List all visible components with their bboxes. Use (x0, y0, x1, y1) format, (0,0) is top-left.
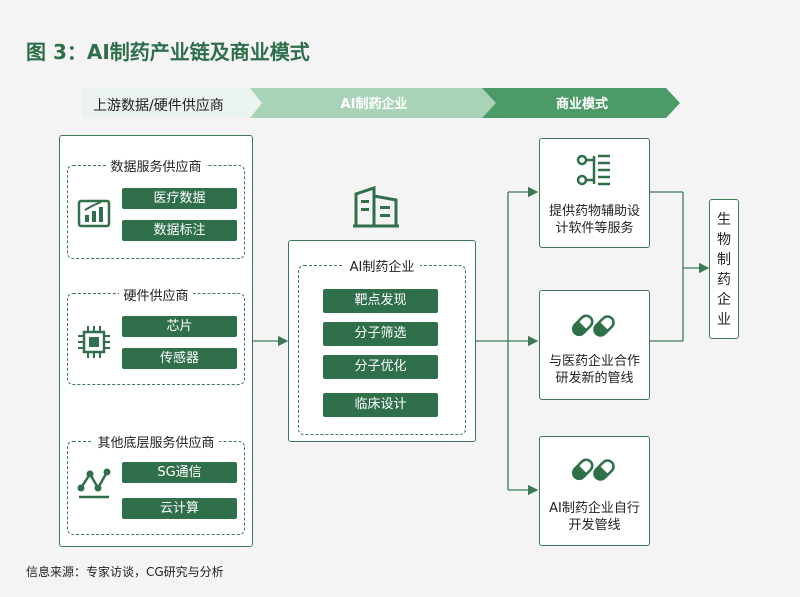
business-model-software-line2: 计软件等服务 (555, 221, 634, 236)
item-medical-data: 医疗数据 (122, 188, 237, 209)
destination-char: 制 (717, 252, 731, 268)
group-other-services-title: 其他底层服务供应商 (67, 432, 245, 451)
network-graph-icon (77, 468, 111, 499)
header-chevron-bar: AI制药企业 商业模式 (82, 88, 680, 118)
item-molecule-screening: 分子筛选 (323, 322, 438, 346)
chip-icon (78, 326, 110, 358)
item-cloud-computing: 云计算 (122, 498, 237, 519)
header-business-model: 商业模式 (556, 96, 608, 112)
destination-biopharma: 生 物 制 药 企 业 (709, 199, 739, 339)
item-sensor: 传感器 (122, 348, 237, 369)
business-model-selfdev-line1: AI制药企业自行 (549, 501, 640, 516)
building-icon (353, 185, 399, 228)
item-molecule-optimization: 分子优化 (323, 355, 438, 379)
business-model-selfdev-line2: 开发管线 (568, 518, 621, 533)
group-data-service-title: 数据服务供应商 (67, 156, 245, 175)
item-chip: 芯片 (122, 316, 237, 337)
header-upstream: 上游数据/硬件供应商 (93, 98, 224, 114)
destination-char: 生 (717, 212, 731, 228)
chevron-ai-enterprise (250, 88, 498, 118)
ai-enterprise-title: AI制药企业 (343, 260, 421, 275)
ai-enterprise-title-wrap: AI制药企业 (298, 256, 466, 275)
destination-char: 药 (717, 272, 731, 288)
chevron-business-model (482, 88, 680, 118)
destination-char: 物 (717, 232, 731, 248)
destination-char: 企 (717, 292, 731, 308)
business-model-cooperate (539, 290, 650, 400)
bar-chart-icon (77, 199, 111, 228)
item-target-discovery: 靶点发现 (323, 289, 438, 313)
business-model-cooperate-line2: 研发新的管线 (555, 371, 634, 386)
item-5g-communication: SG通信 (122, 462, 237, 483)
business-model-cooperate-line1: 与医药企业合作 (548, 354, 640, 369)
page-title: 图 3：AI制药产业链及商业模式 (26, 40, 310, 64)
item-data-labeling: 数据标注 (122, 220, 237, 241)
business-model-selfdev (539, 436, 650, 546)
group-hardware-title: 硬件供应商 (67, 285, 245, 304)
destination-char: 业 (717, 312, 731, 328)
pills-icon (571, 458, 615, 481)
software-sliders-icon (576, 154, 610, 186)
source-note: 信息来源：专家访谈，CG研究与分析 (26, 565, 224, 579)
header-ai-enterprise: AI制药企业 (341, 96, 408, 112)
business-model-software-line1: 提供药物辅助设 (548, 204, 640, 219)
item-clinical-design: 临床设计 (323, 393, 438, 417)
chevron-upstream (82, 88, 274, 118)
pills-icon (571, 314, 615, 337)
